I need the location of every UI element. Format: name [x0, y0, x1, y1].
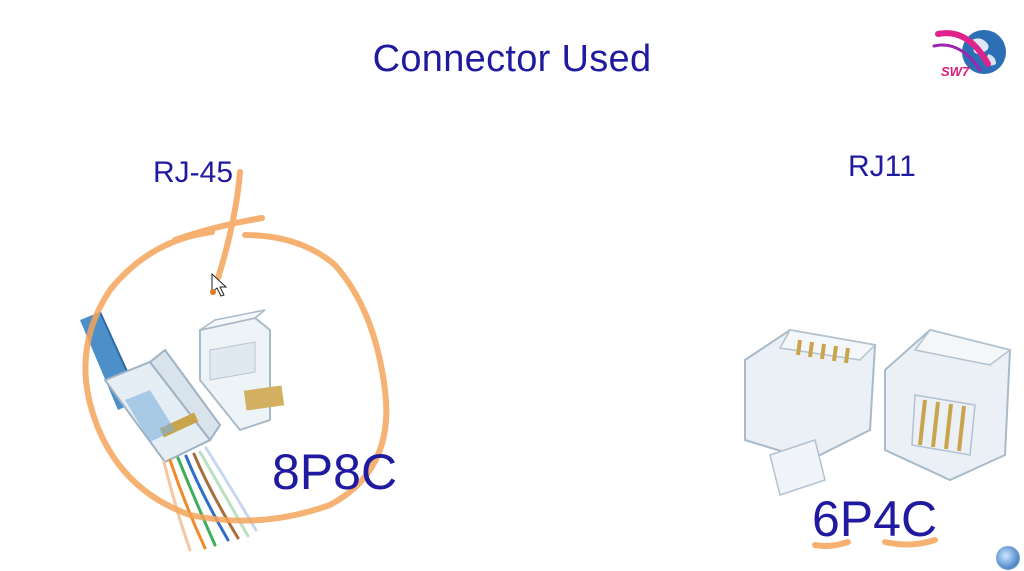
rj45-connector-crimped — [103, 348, 222, 464]
globe-logo-icon — [932, 30, 1006, 74]
rj45-pin-code: 8P8C — [272, 444, 398, 500]
rj45-wires — [162, 446, 258, 552]
annotation-underline-6 — [812, 539, 851, 549]
mouse-pointer-icon — [210, 272, 228, 297]
rj45-label: RJ-45 — [153, 156, 234, 189]
rj11-connector-left — [744, 328, 877, 496]
rj45-connector-loose — [199, 309, 285, 432]
annotation-circle — [82, 229, 390, 524]
annotation-underline-4c — [882, 537, 938, 548]
rj11-label: RJ11 — [848, 150, 916, 183]
globe-icon[interactable] — [996, 546, 1020, 570]
annotation-strokes — [82, 169, 938, 549]
logo-text: SW7 — [941, 64, 970, 79]
slide-title: Connector Used — [372, 38, 652, 80]
rj11-connector-right — [884, 328, 1012, 482]
rj11-pin-code: 6P4C — [812, 491, 938, 547]
